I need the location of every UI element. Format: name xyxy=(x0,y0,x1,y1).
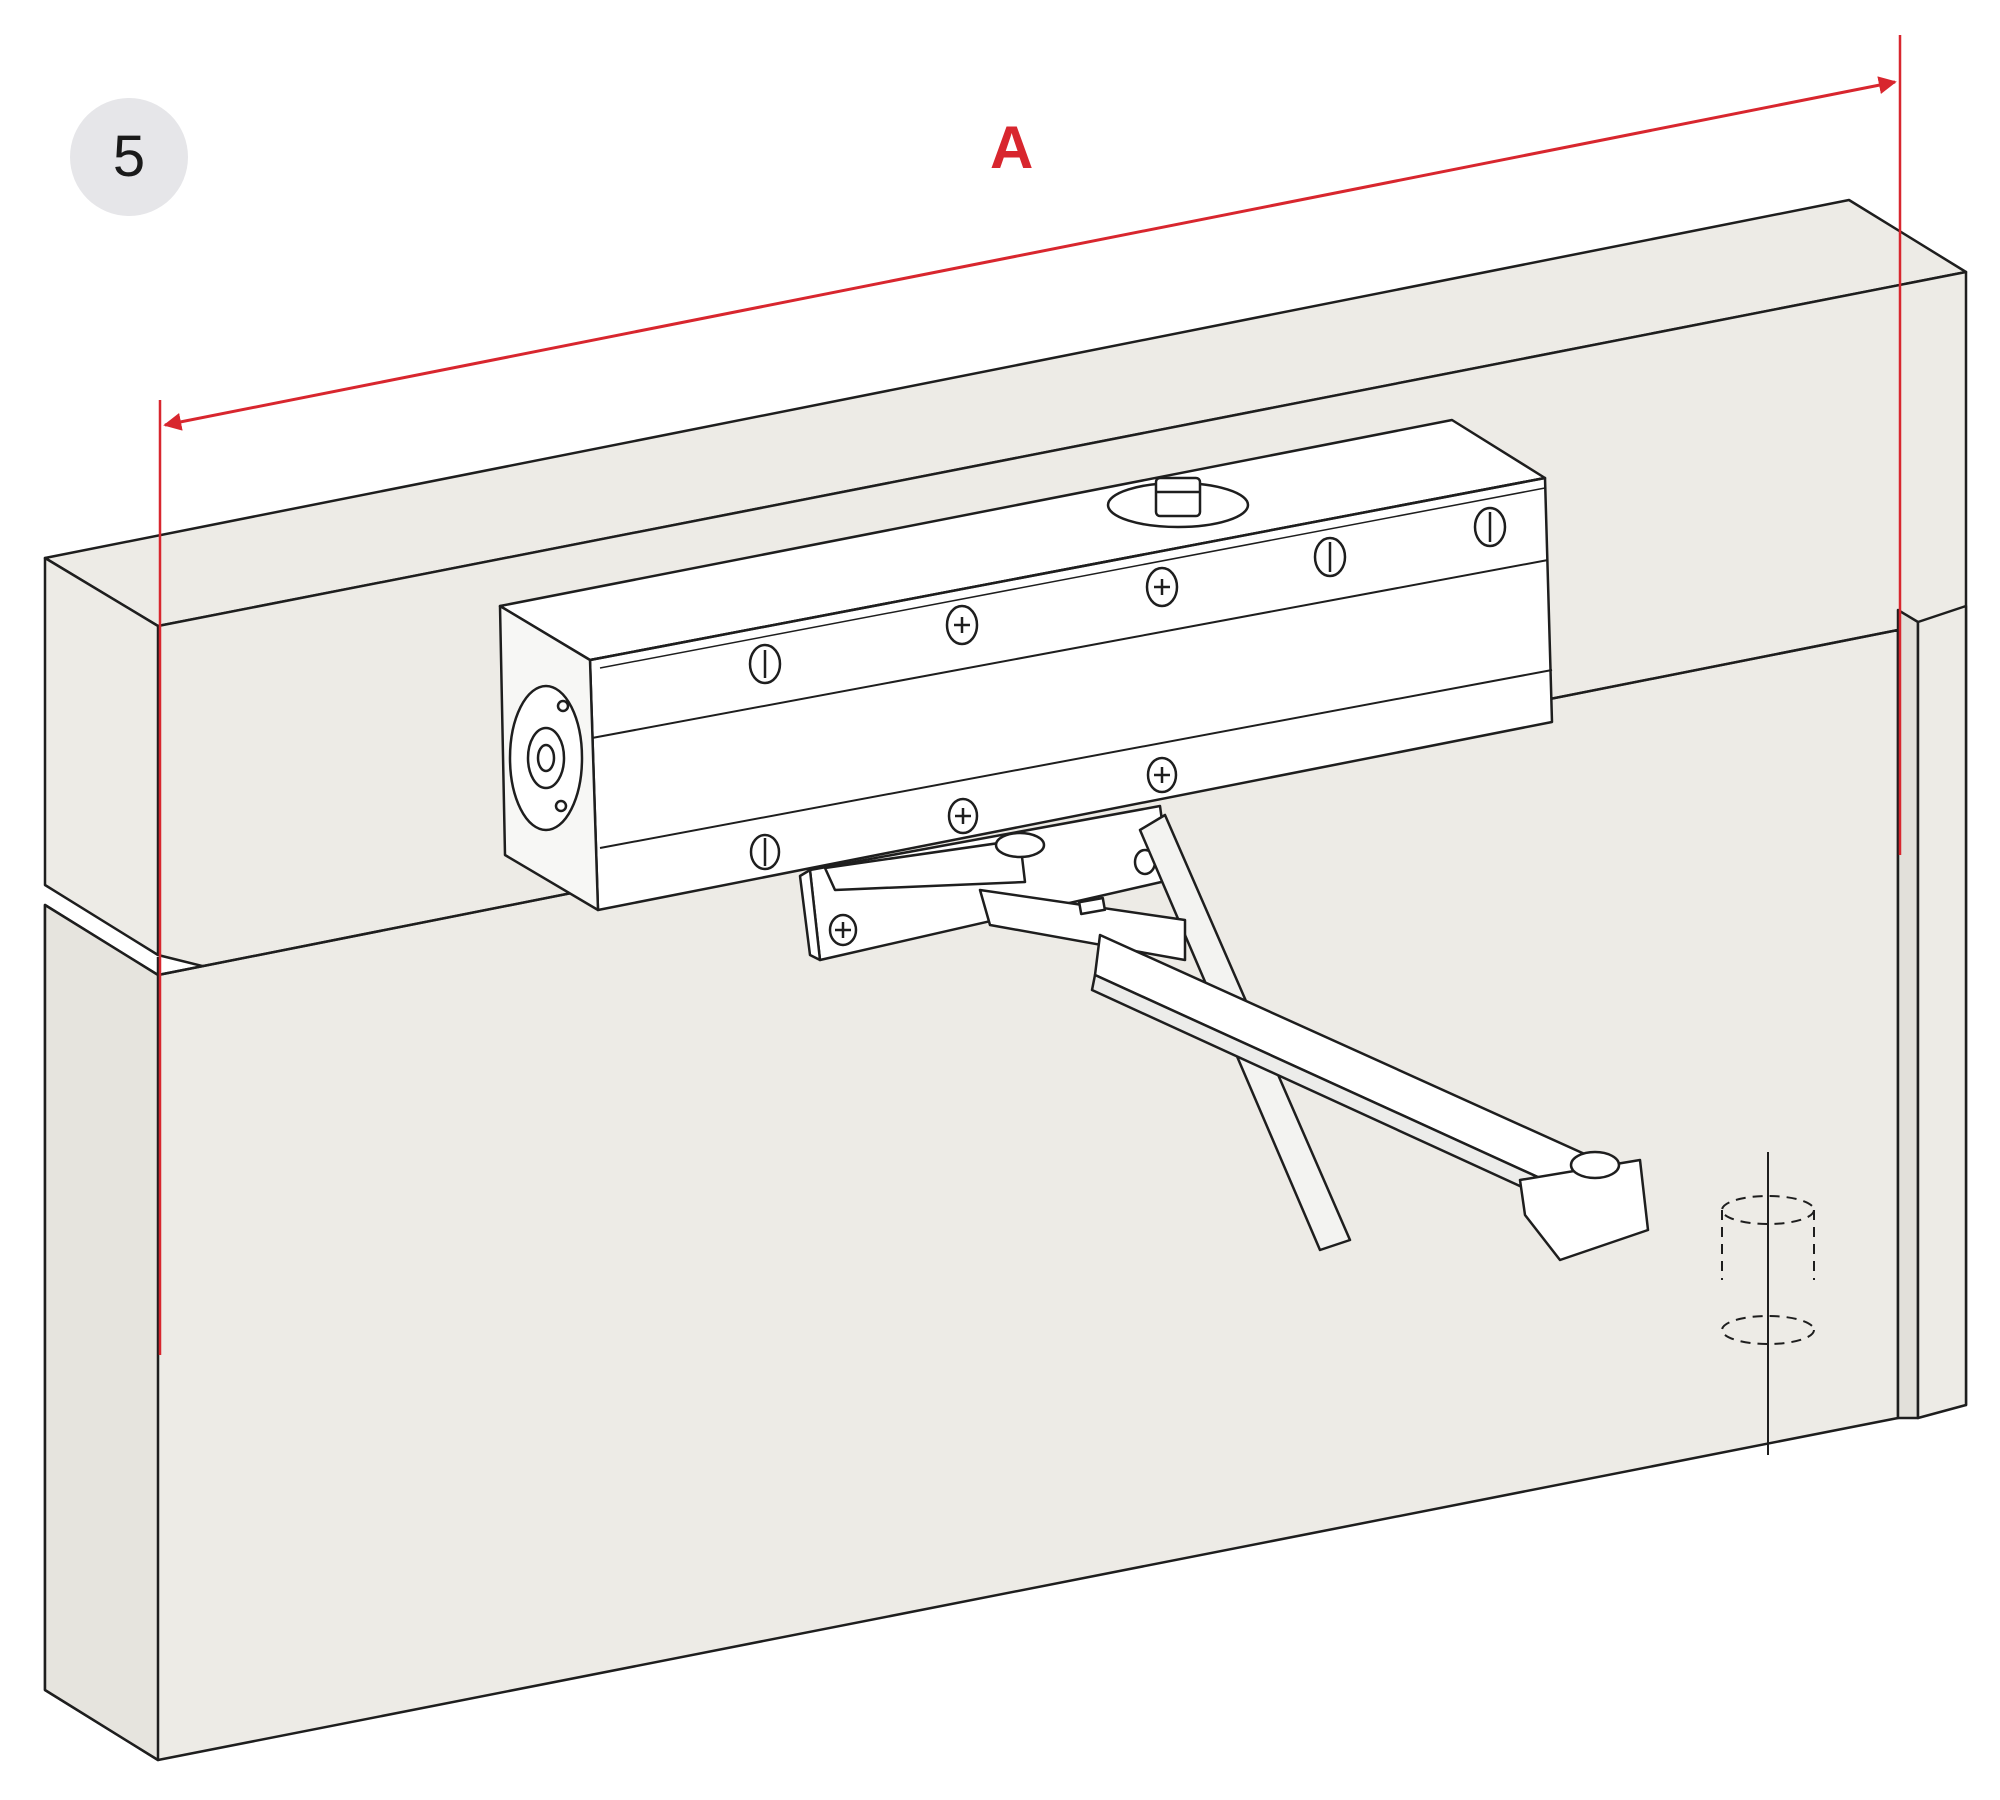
door-leaf xyxy=(43,628,1900,1762)
adjustment-valve-icon xyxy=(1106,476,1250,529)
step-badge: 5 xyxy=(70,98,188,216)
dimension-a xyxy=(158,35,1902,1355)
pivot-shaft-icon xyxy=(508,684,584,832)
door-frame-jamb xyxy=(1896,604,1968,1420)
step-number: 5 xyxy=(112,124,146,189)
dimension-label: A xyxy=(990,114,1034,181)
screw-head-icon xyxy=(748,506,1507,871)
closer-arm xyxy=(823,813,1650,1262)
door-closer-body xyxy=(498,418,1554,912)
hidden-pivot-hole xyxy=(1721,1152,1815,1455)
